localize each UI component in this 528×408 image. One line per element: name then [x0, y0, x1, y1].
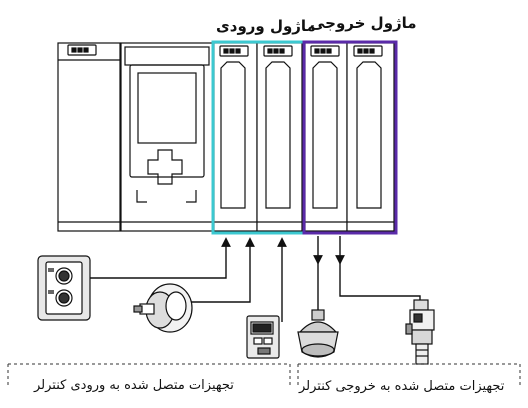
input-module-label: ماژول ورودی	[216, 17, 316, 35]
input-devices-label: تجهیزات متصل شده به ورودی کنترلر	[34, 378, 234, 393]
group-brackets	[7, 363, 521, 386]
plc-rack-icon	[57, 42, 395, 232]
indicator-lamp-icon	[297, 309, 339, 358]
output-module-label: ماژول خروجی	[310, 14, 417, 32]
rotary-encoder-icon	[133, 283, 193, 333]
push-button-box-icon	[37, 255, 91, 321]
output-wires	[313, 236, 421, 310]
output-devices-label: تجهیزات متصل شده به خروجی کنترلر	[299, 379, 505, 394]
input-wires	[90, 237, 287, 322]
digital-meter-icon	[246, 315, 280, 359]
output-module-frame	[302, 40, 398, 235]
solenoid-valve-icon	[405, 299, 435, 365]
